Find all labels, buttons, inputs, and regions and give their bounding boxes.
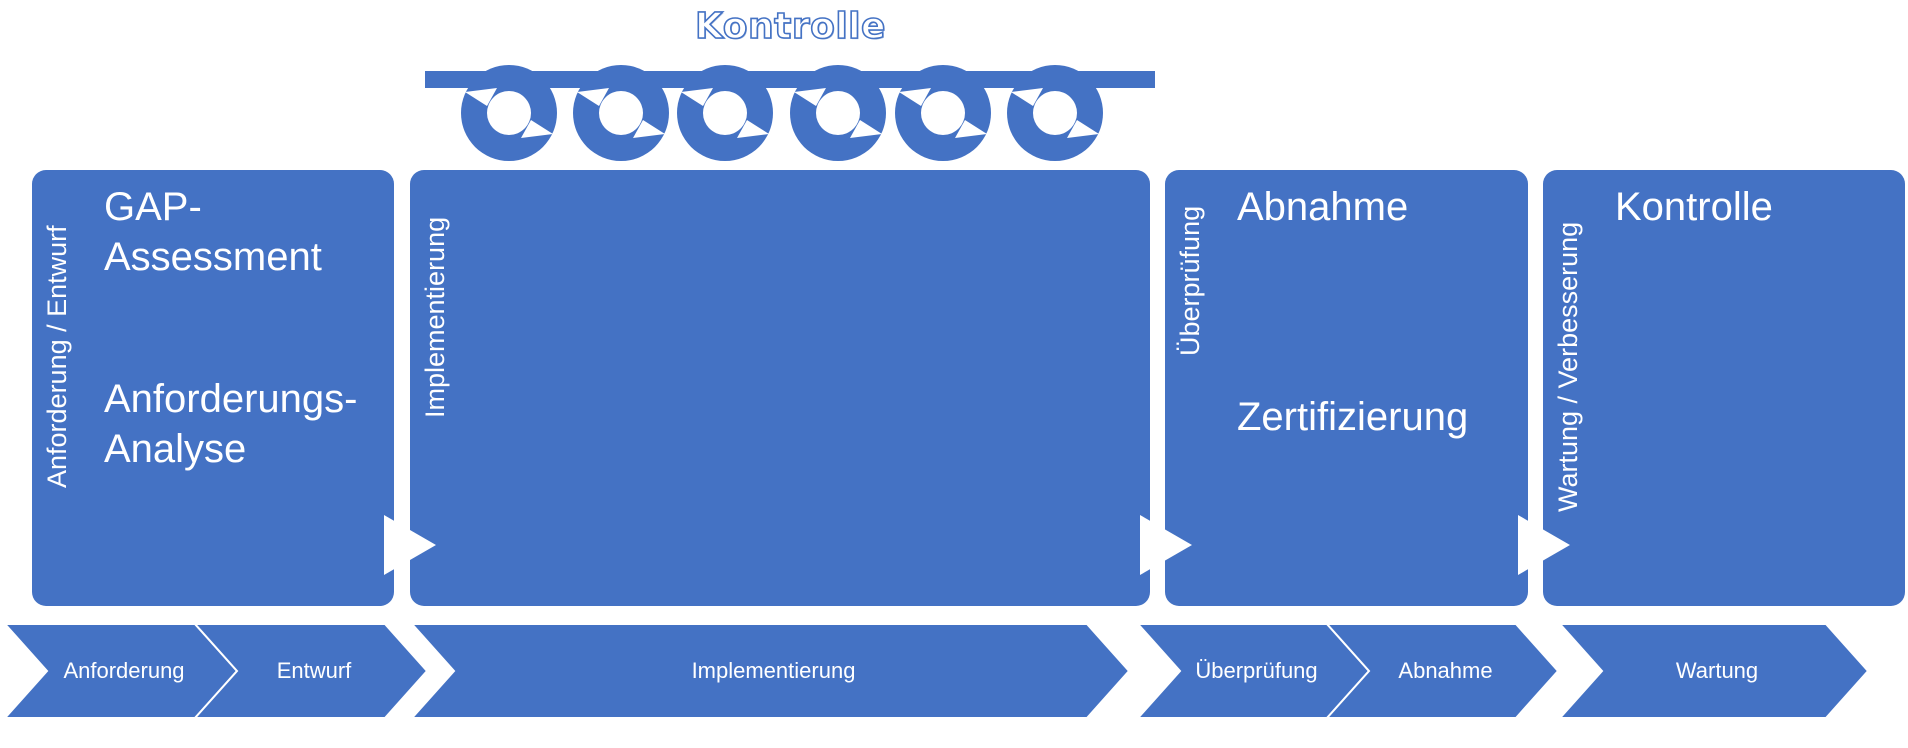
arrow-right-icon (384, 515, 436, 575)
phase-chevrons (2, 623, 1870, 719)
control-cycle-icons (425, 65, 1155, 161)
phase-chevron (1557, 623, 1870, 719)
phase-label-entwurf: Entwurf (276, 658, 352, 683)
item-label: GAP- Assessment (104, 185, 322, 279)
panel-implementation: Implementierung (410, 170, 1150, 606)
phase-chevron (192, 623, 429, 719)
phase-chevron (1324, 623, 1560, 719)
panel-maintenance: Wartung / Verbesserung Kontrolle (1543, 170, 1905, 606)
panel-item-requirements-analysis: Anforderungs- Analyse (104, 374, 357, 474)
control-title: Kontrolle (694, 5, 886, 48)
cycle-arrow-icon (573, 65, 669, 161)
cycle-arrow-icon (790, 65, 886, 161)
cycle-arrow-icon (895, 65, 991, 161)
phase-label-abnahme: Abnahme (1398, 658, 1493, 683)
panel-item-gap-assessment: GAP- Assessment (104, 182, 322, 282)
panel-item-acceptance: Abnahme (1237, 182, 1408, 232)
phase-label-wartung: Wartung (1675, 658, 1759, 683)
item-label: Anforderungs- Analyse (104, 377, 358, 471)
item-label: Abnahme (1237, 185, 1409, 229)
arrow-right-icon (1518, 515, 1570, 575)
phase-label-anforderung: Anforderung (63, 658, 185, 683)
panel-item-certification: Zertifizierung (1237, 392, 1468, 442)
phase-label-implementierung: Implementierung (691, 658, 856, 683)
item-label: Kontrolle (1615, 185, 1773, 229)
cycle-arrow-icon (461, 65, 557, 161)
cycle-arrow-icon (1007, 65, 1103, 161)
arrow-right-icon (1140, 515, 1192, 575)
phase-chevron (409, 623, 1131, 719)
phase-label-ueberpruefung: Überprüfung (1195, 658, 1318, 683)
cycle-arrow-icon (677, 65, 773, 161)
panel-requirements: Anforderung / Entwurf GAP- Assessment An… (32, 170, 394, 606)
panel-verification: Überprüfung Abnahme Zertifizierung (1165, 170, 1528, 606)
panel-item-control: Kontrolle (1615, 182, 1773, 232)
item-label: Zertifizierung (1237, 395, 1469, 439)
